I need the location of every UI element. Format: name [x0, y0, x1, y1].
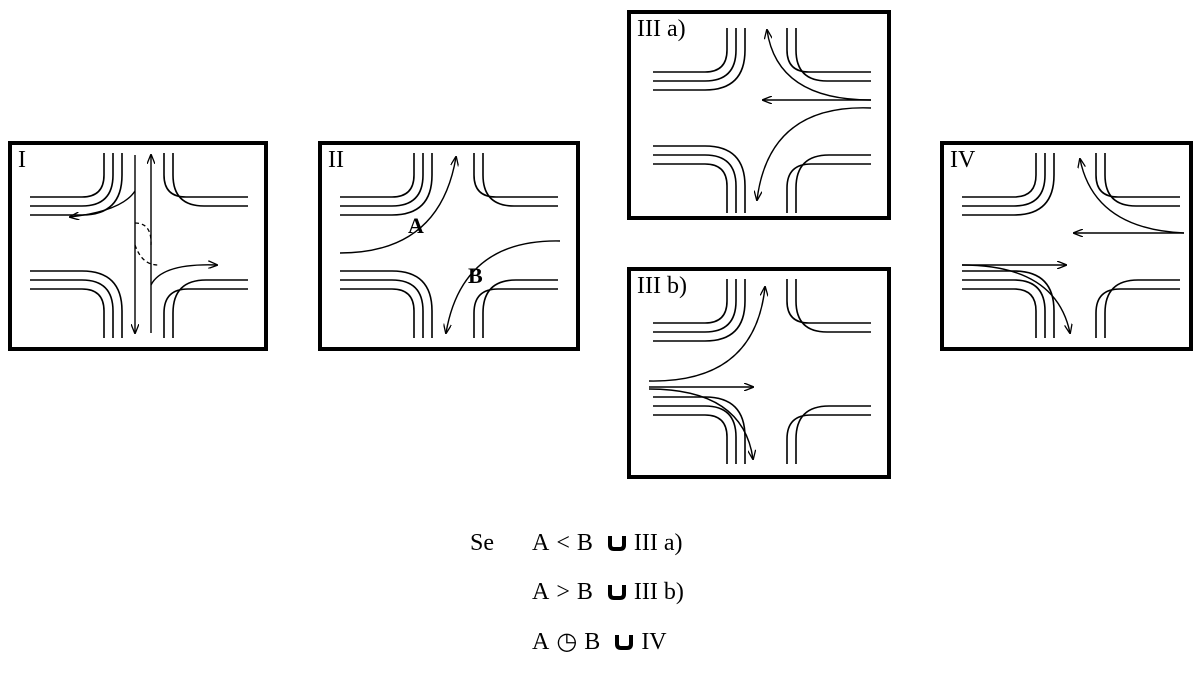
rule-lhs: A: [532, 579, 550, 605]
rule-op: <: [556, 530, 570, 556]
panel-iii-a-label: III a): [637, 16, 686, 42]
rule-result: III a): [633, 530, 683, 556]
panel-iii-a: III a): [627, 10, 891, 220]
panel-iv: IV: [940, 141, 1193, 351]
rule-row: A>B III b): [532, 579, 691, 606]
implies-arrow-icon: [607, 584, 626, 600]
panel-i: I: [8, 141, 268, 351]
panel-iii-b-label: III b): [637, 273, 687, 299]
rule-result: IV: [641, 629, 667, 655]
rule-rhs: B: [576, 579, 593, 605]
rule-op: ◷: [556, 629, 578, 655]
label-b: B: [468, 263, 483, 288]
rule-row: A◷B IV: [532, 627, 674, 656]
panel-iv-label: IV: [950, 147, 976, 173]
panel-i-label: I: [18, 147, 26, 173]
rule-row: A<B III a): [532, 530, 690, 557]
rule-op: >: [556, 579, 570, 605]
se-word: Se: [470, 530, 494, 556]
rule-rhs: B: [584, 629, 601, 655]
rule-lhs: A: [532, 530, 550, 556]
implies-arrow-icon: [607, 535, 626, 551]
rule-lhs: A: [532, 629, 550, 655]
label-a: A: [408, 213, 424, 238]
panel-ii-label: II: [328, 147, 344, 173]
rule-result: III b): [633, 579, 684, 605]
rule-rhs: B: [576, 530, 593, 556]
implies-arrow-icon: [615, 634, 634, 650]
panel-ii: II A B: [318, 141, 580, 351]
panel-iii-b: III b): [627, 267, 891, 479]
rule-se-label: Se: [470, 530, 501, 557]
